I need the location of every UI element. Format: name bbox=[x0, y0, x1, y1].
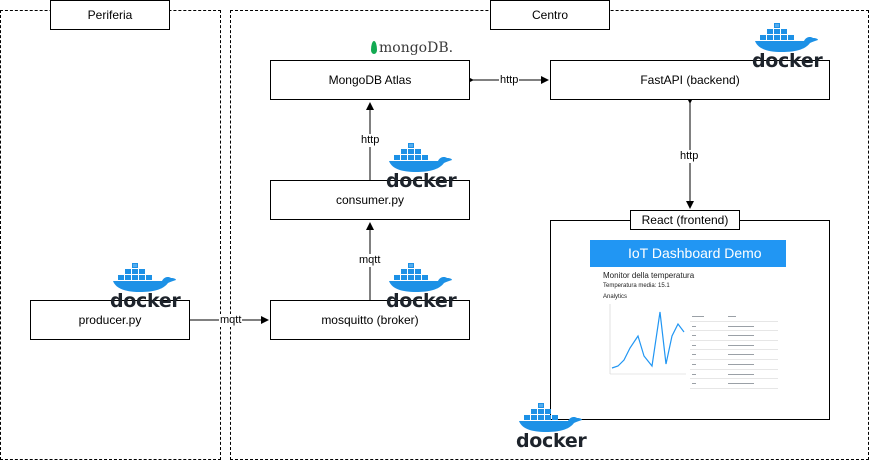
dashboard-table bbox=[690, 312, 778, 389]
consumer-node: consumer.py bbox=[270, 180, 470, 220]
docker-icon-mosquitto: docker bbox=[386, 262, 457, 312]
table-row bbox=[690, 360, 778, 370]
table-row bbox=[690, 322, 778, 332]
mongodb-wordmark: mongoDB. bbox=[379, 40, 454, 56]
periferia-title: Periferia bbox=[50, 0, 170, 30]
docker-wordmark: docker bbox=[386, 290, 457, 312]
edge-label-consumer-mongodb: http bbox=[360, 134, 381, 147]
mongodb-logo: mongoDB. bbox=[371, 40, 453, 56]
table-row bbox=[690, 331, 778, 341]
docker-wordmark: docker bbox=[516, 430, 587, 452]
centro-title: Centro bbox=[490, 0, 610, 30]
docker-icon-producer: docker bbox=[110, 262, 181, 312]
docker-icon-react: docker bbox=[516, 402, 587, 452]
table-row bbox=[690, 379, 778, 389]
react-node-label: React (frontend) bbox=[630, 210, 740, 230]
dashboard-header: IoT Dashboard Demo bbox=[590, 240, 786, 267]
dashboard-chart-line bbox=[611, 311, 685, 369]
edge-label-mongodb-fastapi: http bbox=[499, 74, 520, 87]
edge-label-fastapi-react: http bbox=[679, 150, 700, 163]
edge-label-mosquitto-consumer: mqtt bbox=[358, 254, 382, 267]
mosquitto-node: mosquitto (broker) bbox=[270, 300, 470, 340]
table-row bbox=[690, 341, 778, 351]
dashboard-analytics: Analytics bbox=[603, 294, 628, 300]
edge-label-producer-mosquitto: mqtt bbox=[219, 314, 243, 327]
mongodb-node: MongoDB Atlas bbox=[270, 60, 470, 100]
docker-wordmark: docker bbox=[386, 170, 457, 192]
table-row bbox=[690, 350, 778, 360]
docker-icon-consumer: docker bbox=[386, 142, 457, 192]
dashboard-average: Temperatura media: 15.1 bbox=[603, 283, 670, 289]
dashboard-chart bbox=[609, 304, 686, 375]
fastapi-node: FastAPI (backend) bbox=[550, 60, 830, 100]
mongodb-leaf-icon bbox=[371, 41, 377, 54]
dashboard-screenshot: IoT Dashboard Demo Monitor della tempera… bbox=[590, 240, 786, 390]
docker-wordmark: docker bbox=[110, 290, 181, 312]
table-row bbox=[690, 312, 778, 322]
table-row bbox=[690, 370, 778, 380]
producer-node: producer.py bbox=[30, 300, 190, 340]
docker-wordmark: docker bbox=[752, 50, 823, 72]
dashboard-heading: Monitor della temperatura bbox=[603, 271, 695, 280]
docker-icon-fastapi: docker bbox=[752, 22, 823, 72]
